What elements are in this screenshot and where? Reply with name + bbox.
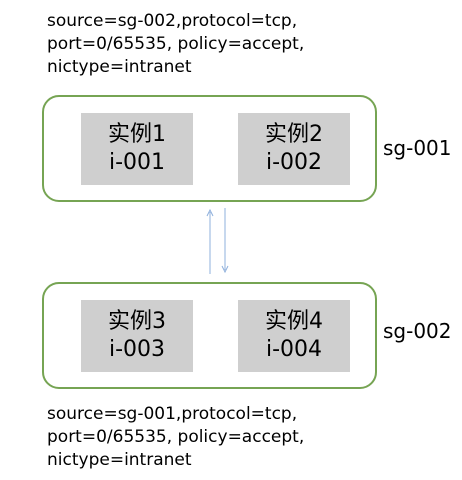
instance-box-3: 实例3 i-003 [81, 300, 193, 372]
bidirectional-arrow-connector [206, 208, 229, 274]
instance-id: i-001 [108, 150, 166, 175]
instance-id: i-002 [265, 150, 323, 175]
instance-box-1: 实例1 i-001 [81, 113, 193, 185]
rule-line: source=sg-002,protocol=tcp, [47, 11, 298, 31]
instance-box-2: 实例2 i-002 [238, 113, 350, 185]
rule-line: port=0/65535, policy=accept, [47, 34, 305, 54]
rule-line: nictype=intranet [47, 450, 192, 470]
instance-box-4: 实例4 i-004 [238, 300, 350, 372]
instance-id: i-004 [265, 337, 323, 362]
instance-name: 实例2 [265, 122, 323, 147]
sg-002-rule-text: source=sg-001,protocol=tcp, port=0/65535… [47, 403, 304, 472]
rule-line: port=0/65535, policy=accept, [47, 427, 305, 447]
instance-name: 实例1 [108, 122, 166, 147]
security-group-label-sg-002: sg-002 [383, 319, 452, 343]
sg-001-rule-text: source=sg-002,protocol=tcp, port=0/65535… [47, 10, 304, 79]
downward-arrow-head [221, 265, 229, 274]
security-group-box-sg-002: 实例3 i-003 实例4 i-004 [42, 282, 377, 389]
upward-arrow-head [206, 208, 214, 217]
instance-name: 实例3 [108, 309, 166, 334]
security-group-label-sg-001: sg-001 [383, 136, 452, 160]
security-group-box-sg-001: 实例1 i-001 实例2 i-002 [42, 95, 377, 202]
rule-line: nictype=intranet [47, 57, 192, 77]
instance-id: i-003 [108, 337, 166, 362]
instance-name: 实例4 [265, 309, 323, 334]
rule-line: source=sg-001,protocol=tcp, [47, 404, 298, 424]
